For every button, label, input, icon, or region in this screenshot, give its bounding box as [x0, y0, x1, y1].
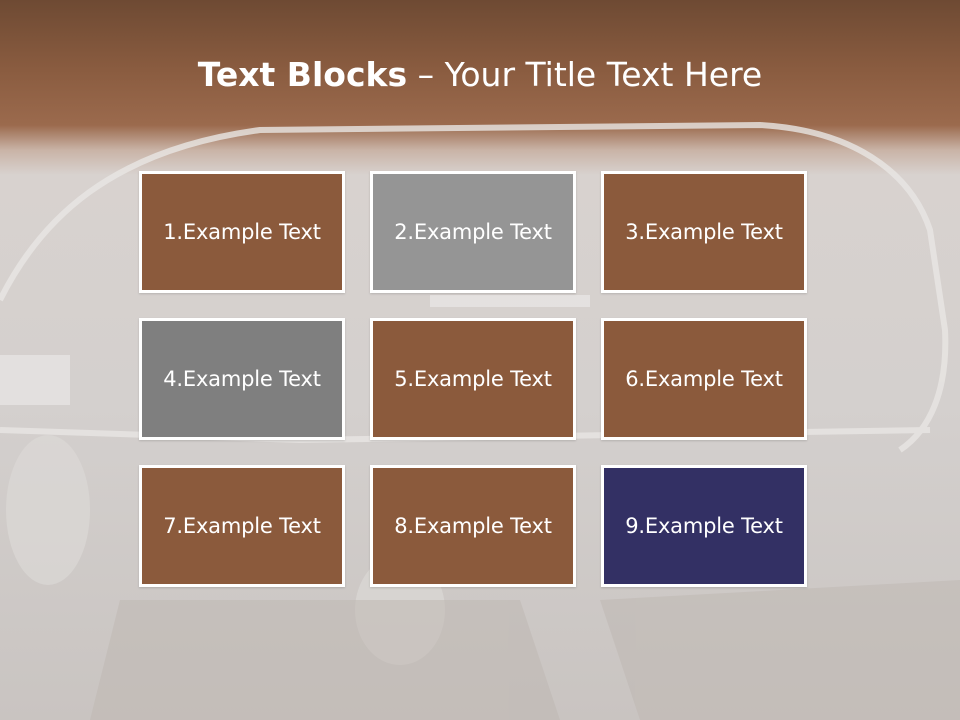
- text-block-6-label: 6.Example Text: [625, 367, 783, 391]
- text-block-4[interactable]: 4.Example Text: [139, 318, 345, 440]
- text-block-8[interactable]: 8.Example Text: [370, 465, 576, 587]
- text-block-2-label: 2.Example Text: [394, 220, 552, 244]
- text-block-3[interactable]: 3.Example Text: [601, 171, 807, 293]
- text-block-9[interactable]: 9.Example Text: [601, 465, 807, 587]
- title-dash: –: [407, 55, 445, 94]
- text-block-9-label: 9.Example Text: [625, 514, 783, 538]
- title-band: Text Blocks – Your Title Text Here: [0, 0, 960, 150]
- text-block-8-label: 8.Example Text: [394, 514, 552, 538]
- slide-title: Text Blocks – Your Title Text Here: [0, 52, 960, 98]
- text-block-1[interactable]: 1.Example Text: [139, 171, 345, 293]
- text-block-3-label: 3.Example Text: [625, 220, 783, 244]
- text-block-7[interactable]: 7.Example Text: [139, 465, 345, 587]
- text-block-2[interactable]: 2.Example Text: [370, 171, 576, 293]
- text-block-5[interactable]: 5.Example Text: [370, 318, 576, 440]
- text-block-6[interactable]: 6.Example Text: [601, 318, 807, 440]
- text-block-4-label: 4.Example Text: [163, 367, 321, 391]
- text-block-5-label: 5.Example Text: [394, 367, 552, 391]
- title-rest: Your Title Text Here: [444, 55, 763, 94]
- text-block-1-label: 1.Example Text: [163, 220, 321, 244]
- title-bold-part: Text Blocks: [197, 55, 408, 94]
- text-block-7-label: 7.Example Text: [163, 514, 321, 538]
